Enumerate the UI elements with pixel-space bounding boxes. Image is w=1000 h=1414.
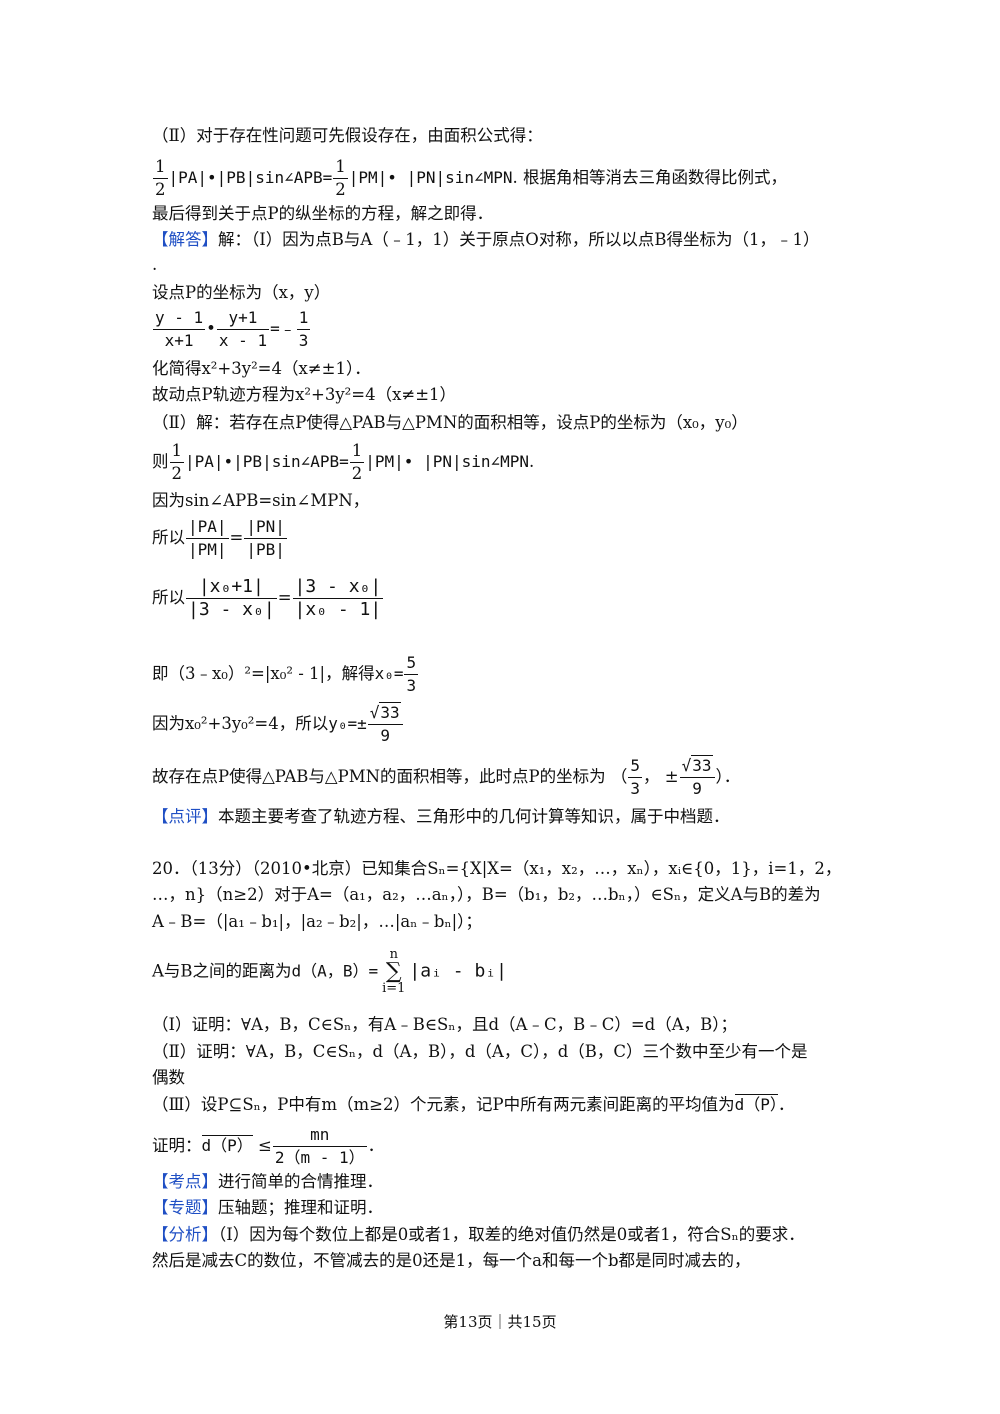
question-line: …，n}（n≥2）对于A=（a₁，a₂，…aₙ，），B=（b₁，b₂，…bₙ，）…	[152, 885, 821, 904]
text-line: （Ⅱ）解：若存在点P使得△PAB与△PMN的面积相等，设点P的坐标为（x₀，y₀…	[152, 413, 748, 432]
formula-line: 所以|x₀+1||3 - x₀|=|3 - x₀||x₀ - 1|	[152, 576, 384, 620]
tag-label: 【解答】	[152, 230, 218, 249]
question-line: （I）证明：∀A，B，C∈Sₙ，有A﹣B∈Sₙ，且d（A﹣C，B﹣C）=d（A，…	[152, 1015, 738, 1034]
text-line: 【分析】（I）因为每个数位上都是0或者1，取差的绝对值仍然是0或者1，符合Sₙ的…	[152, 1225, 805, 1244]
text-line: 故动点P轨迹方程为x²+3y²=4（x≠±1）	[152, 385, 457, 404]
tag-label: 【点评】	[152, 807, 218, 826]
formula-line: 所以|PA||PM|=|PN||PB|	[152, 517, 287, 559]
question-line: A﹣B=（|a₁﹣b₁|，|a₂﹣b₂|，…|aₙ﹣bₙ|）；	[152, 912, 482, 931]
question-line: 偶数	[152, 1068, 185, 1087]
text-line: 【考点】进行简单的合情推理．	[152, 1172, 383, 1191]
text-line: 化简得x²+3y²=4（x≠±1）．	[152, 359, 371, 378]
text-line: 【专题】压轴题；推理和证明．	[152, 1198, 383, 1217]
summation: n∑i=1	[382, 947, 406, 996]
question-line: （Ⅲ）设P⊆Sₙ，P中有m（m≥2）个元素，记P中所有两元素间距离的平均值为d（…	[152, 1094, 795, 1114]
text-line: 设点P的坐标为（x，y）	[152, 283, 331, 302]
text-line: （Ⅱ）对于存在性问题可先假设存在，由面积公式得：	[152, 126, 543, 145]
question-line: （Ⅱ）证明：∀A，B，C∈Sₙ，d（A，B），d（A，C），d（B，C）三个数中…	[152, 1042, 808, 1061]
question-line: 20．（13分）（2010•北京）已知集合Sₙ={X|X=（x₁，x₂，…，xₙ…	[152, 859, 842, 878]
text-line: 【解答】解：（I）因为点B与A（﹣1，1）关于原点O对称，所以以点B得坐标为（1…	[152, 230, 820, 249]
text-line: 最后得到关于点P的纵坐标的方程，解之即得．	[152, 204, 494, 223]
text-line: 然后是减去C的数位，不管减去的是0还是1，每一个a和每一个b都是同时减去的，	[152, 1251, 751, 1270]
page-footer: 第13页｜共15页	[443, 1313, 557, 1331]
text-line: 【点评】本题主要考查了轨迹方程、三角形中的几何计算等知识，属于中档题．	[152, 807, 730, 826]
text-line: 因为sin∠APB=sin∠MPN，	[152, 491, 370, 510]
formula-line: A与B之间的距离为d（A，B）=n∑i=1|aᵢ - bᵢ|	[152, 947, 507, 996]
text-line: .	[152, 255, 158, 274]
